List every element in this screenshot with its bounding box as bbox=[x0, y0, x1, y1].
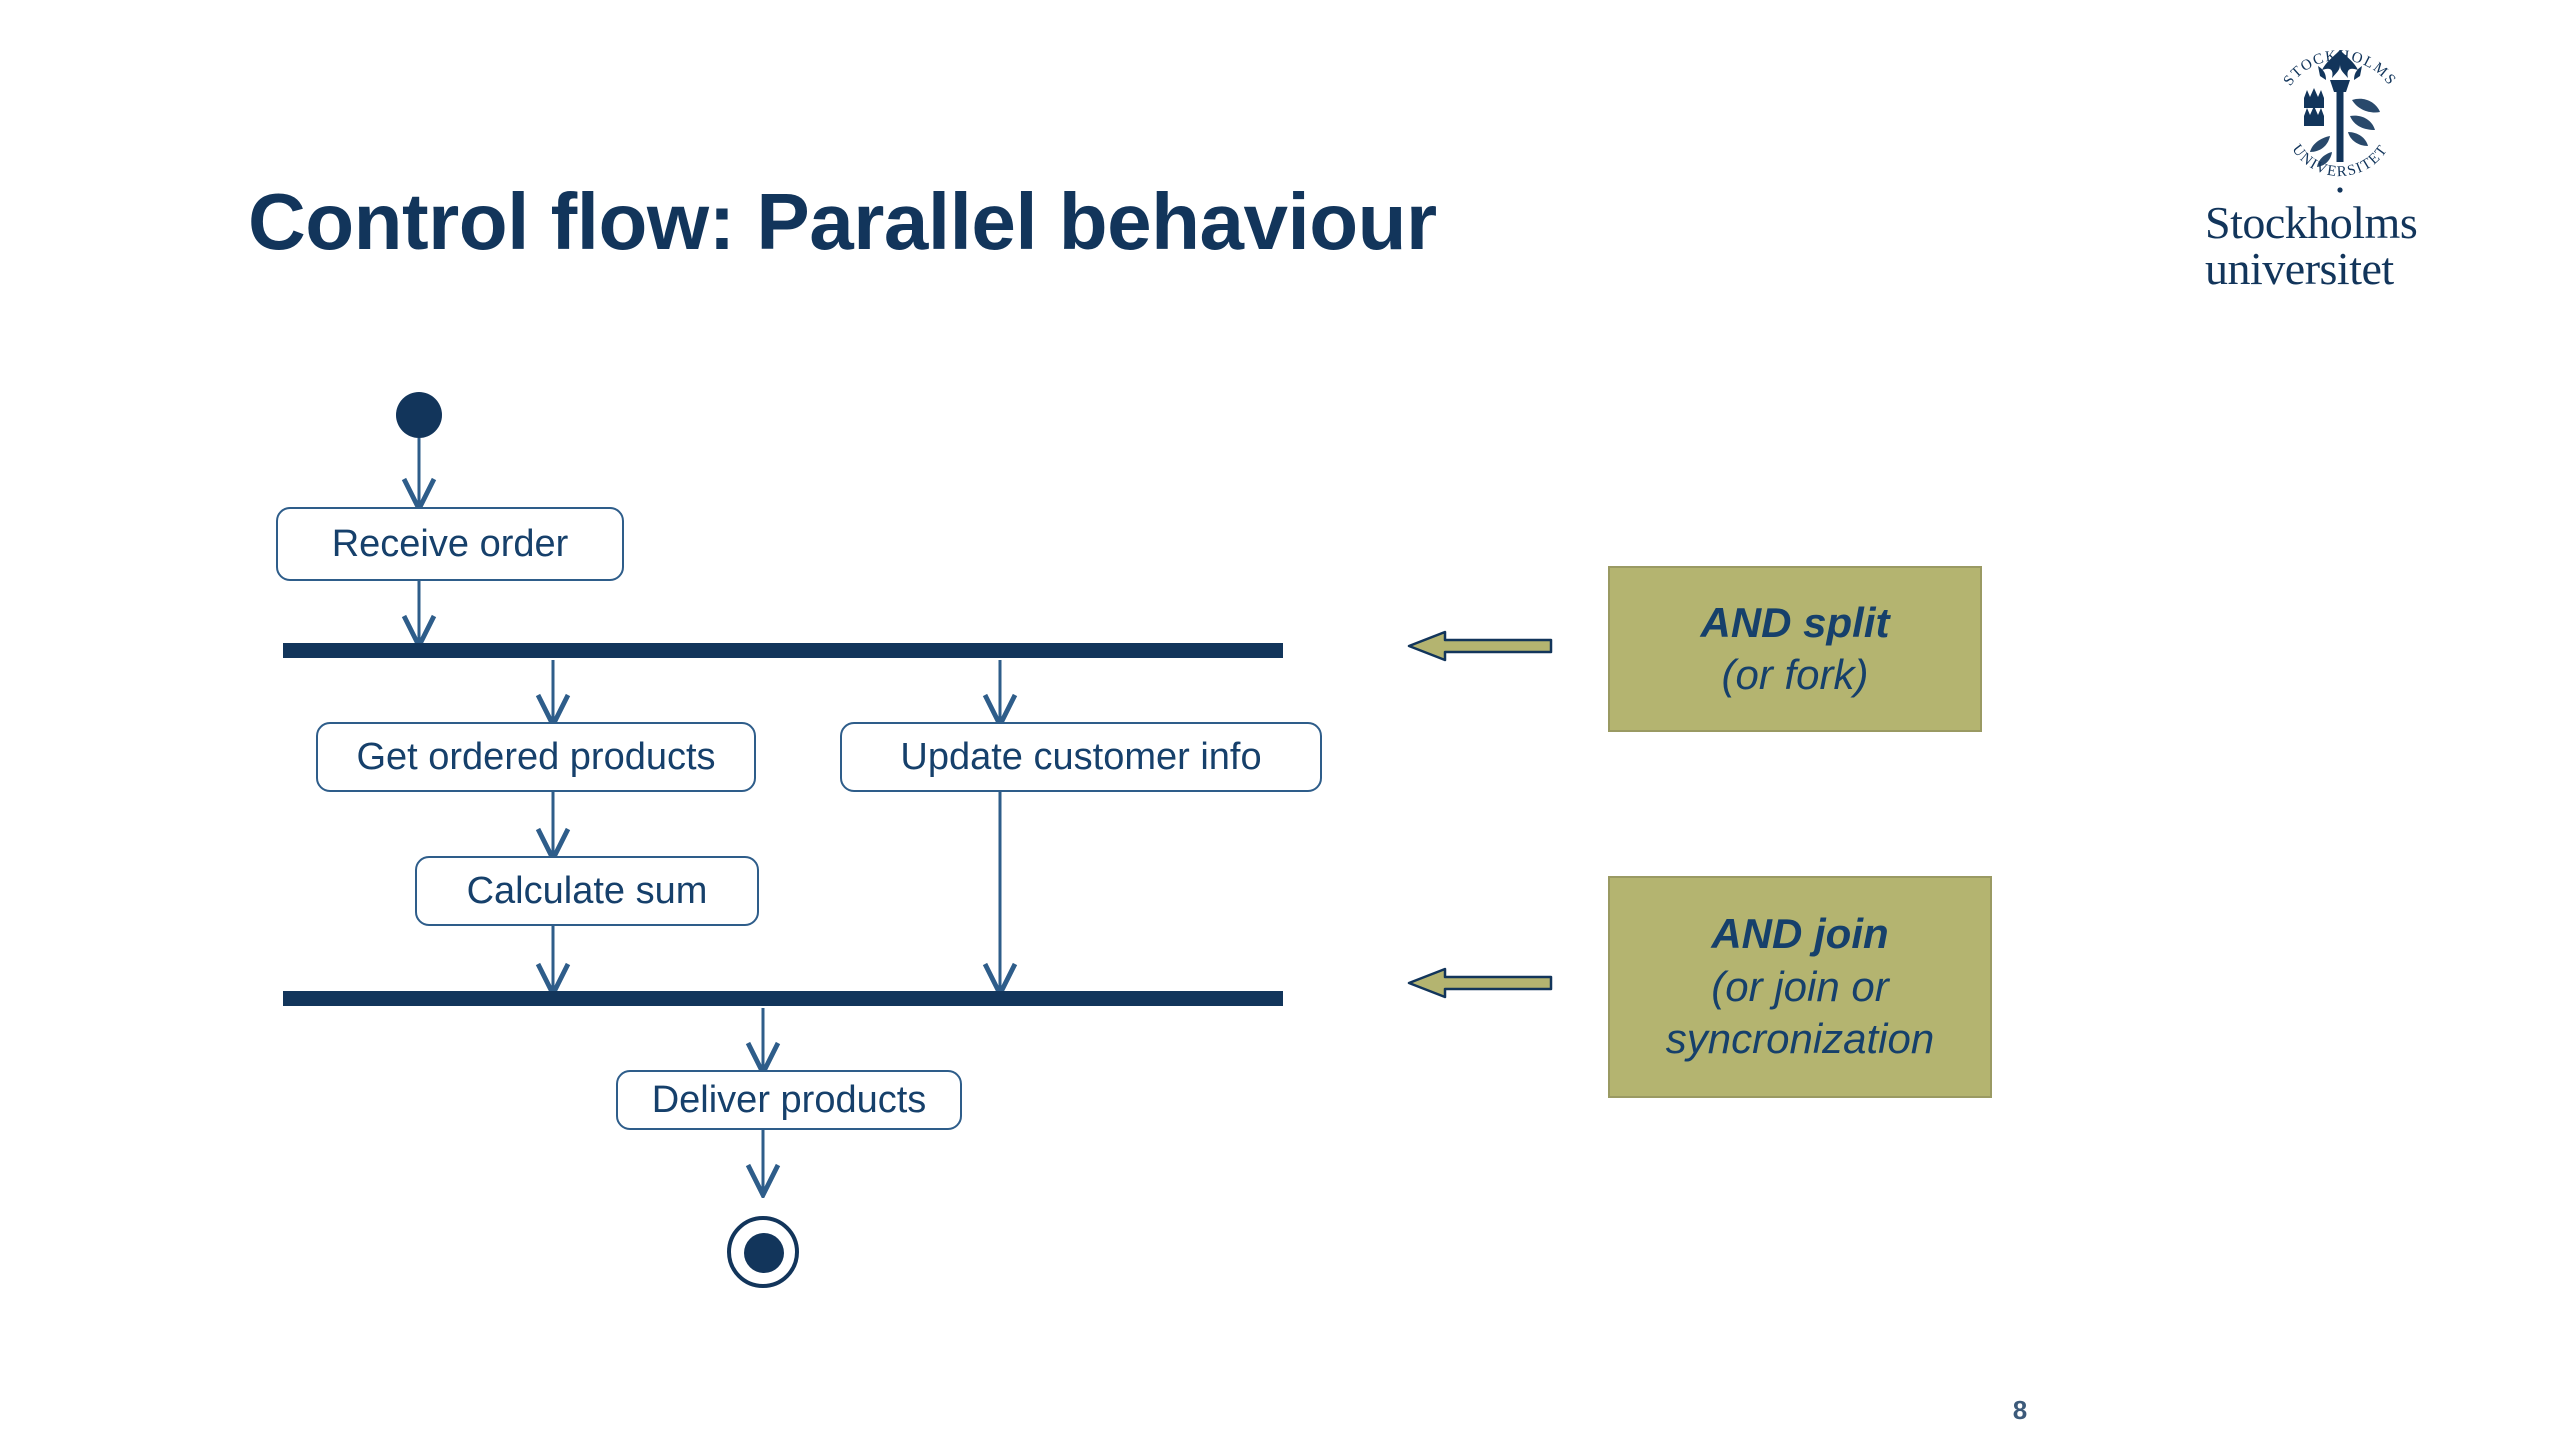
wordmark-line-1: Stockholms bbox=[2205, 197, 2418, 248]
final-node-icon bbox=[727, 1216, 799, 1288]
callout-heading: AND split bbox=[1700, 598, 1890, 646]
activity-node-label: Calculate sum bbox=[466, 869, 708, 912]
callout-arrow-and-split bbox=[1407, 630, 1553, 662]
activity-node-calculate-sum[interactable]: Calculate sum bbox=[415, 856, 759, 926]
wordmark-line-2: universitet bbox=[2205, 243, 2394, 294]
activity-node-update-customer-info[interactable]: Update customer info bbox=[840, 722, 1322, 792]
activity-node-get-ordered-products[interactable]: Get ordered products bbox=[316, 722, 756, 792]
fork-bar bbox=[283, 643, 1283, 658]
callout-subtitle-line-1: (or join or bbox=[1711, 962, 1889, 1010]
activity-node-label: Update customer info bbox=[900, 735, 1262, 778]
initial-node-icon bbox=[396, 392, 442, 438]
stockholm-university-logo: STOCKHOLMS UNIVERSITET bbox=[2205, 40, 2505, 305]
callout-arrow-and-join bbox=[1407, 967, 1553, 999]
page-number: 8 bbox=[2012, 1395, 2028, 1425]
callout-subtitle: (or fork) bbox=[1721, 651, 1869, 698]
activity-node-label: Get ordered products bbox=[356, 735, 716, 778]
activity-node-label: Deliver products bbox=[651, 1078, 927, 1121]
page-title: Control flow: Parallel behaviour bbox=[248, 177, 1437, 266]
callout-and-join: AND join (or join or syncronization bbox=[1608, 876, 1992, 1098]
activity-node-label: Receive order bbox=[331, 522, 569, 565]
university-seal-icon: STOCKHOLMS UNIVERSITET bbox=[2281, 48, 2398, 193]
join-bar bbox=[283, 991, 1283, 1006]
university-wordmark: Stockholms universitet bbox=[2205, 200, 2505, 292]
callout-subtitle-line-2: syncronization bbox=[1665, 1015, 1935, 1063]
callout-and-split: AND split (or fork) bbox=[1608, 566, 1982, 732]
activity-node-receive-order[interactable]: Receive order bbox=[276, 507, 624, 581]
final-node-inner-dot bbox=[744, 1233, 784, 1273]
activity-node-deliver-products[interactable]: Deliver products bbox=[616, 1070, 962, 1130]
callout-heading: AND join bbox=[1711, 910, 1889, 958]
